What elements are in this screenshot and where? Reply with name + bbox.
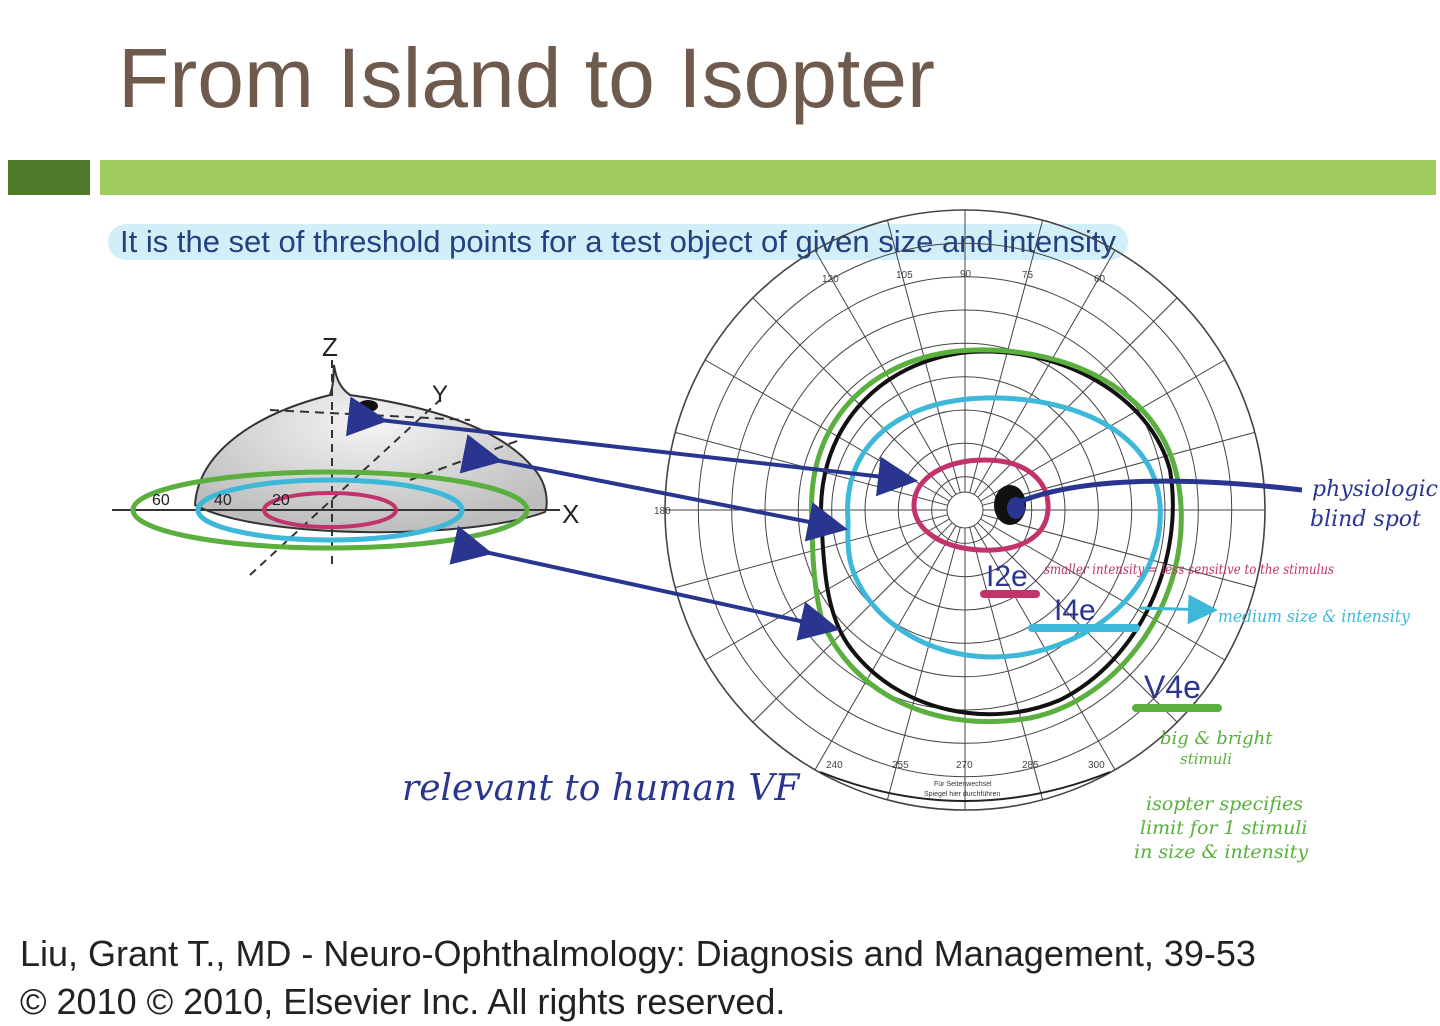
perimeter-top-label: 120 — [822, 274, 839, 285]
perimeter-top-label: 105 — [896, 270, 913, 281]
perimeter-bottom-arc — [819, 771, 1111, 802]
perimeter-top-label: 90 — [960, 269, 972, 280]
perimeter-grid-center — [946, 491, 984, 529]
island-ring-label: 60 — [152, 492, 170, 509]
perimeter-bottom-label: 285 — [1022, 760, 1039, 771]
perimeter-bottom-label: 300 — [1088, 760, 1105, 771]
perimeter-grid-spoke — [969, 220, 1044, 493]
perimeter-grid-spoke — [886, 527, 961, 800]
isopter-note-v4e: big & bright — [1160, 728, 1273, 749]
island-axis-x-label: X — [562, 499, 579, 529]
annotation-isopter-note: isopter specifies — [1146, 793, 1303, 815]
perimeter-grid-spoke — [973, 249, 1116, 495]
title-accent-bar-dark — [8, 160, 90, 195]
isopter-labels: I2e smaller intensity = less sensitive t… — [980, 560, 1410, 768]
perimeter-grid-spoke — [980, 359, 1226, 502]
island-axis-z-label: Z — [322, 332, 338, 362]
perimeter-bottom-caption: Für Seitenwechsel — [934, 781, 992, 788]
definition-highlight: It is the set of threshold points for a … — [108, 224, 1128, 260]
isopter-label-i4e: I4e — [1054, 594, 1096, 627]
perimeter-top-label: 75 — [1022, 270, 1034, 281]
island-blind-spot — [358, 400, 378, 412]
island-isopter-i2e — [262, 491, 398, 529]
arrow-i4e-note — [1139, 594, 1218, 625]
slide-title: From Island to Isopter — [118, 31, 935, 125]
island-axis-y-label: Y — [432, 381, 448, 408]
annotation-blind-spot: blind spot — [1310, 507, 1421, 532]
perimeter-grid-spoke — [969, 527, 1044, 800]
citation-line: Liu, Grant T., MD - Neuro-Ophthalmology:… — [20, 933, 1256, 974]
correspondence-arrows — [345, 396, 1303, 641]
title-accent-bar-light — [100, 160, 1436, 195]
perimeter-left-label: 180 — [654, 506, 671, 517]
annotation-isopter-note: limit for 1 stimuli — [1140, 817, 1308, 839]
handwritten-annotations: physiologic blind spot relevant to human… — [402, 477, 1438, 863]
perimeter-isopter-black — [819, 349, 1175, 717]
perimeter-bottom-label: 255 — [892, 760, 909, 771]
perimeter-bottom-label: 240 — [826, 760, 843, 771]
isopter-note-i2e: smaller intensity = less sensitive to th… — [1044, 562, 1334, 578]
citation-line: © 2010 © 2010, Elsevier Inc. All rights … — [20, 981, 786, 1022]
isopter-note-i4e: medium size & intensity — [1218, 607, 1410, 627]
annotation-relevant: relevant to human VF — [402, 768, 801, 809]
island-hill — [193, 364, 548, 534]
annotation-isopter-note: in size & intensity — [1134, 841, 1308, 863]
perimeter-grid-spoke — [982, 514, 1255, 589]
perimeter-isopter-i4e — [845, 395, 1163, 660]
perimeter-isopter-i2e — [911, 457, 1051, 553]
arrow-blind-spot-pointer — [1010, 478, 1303, 508]
island-of-vision: Z Y X 60 40 20 — [112, 332, 579, 576]
island-ring-label: 20 — [272, 492, 290, 509]
annotation-blind-spot: physiologic — [1312, 477, 1438, 502]
isopter-label-v4e: V4e — [1144, 669, 1201, 705]
perimeter-grid-spoke — [977, 522, 1178, 723]
perimeter-grid-spoke — [982, 431, 1255, 506]
perimeter-top-label: 60 — [1094, 274, 1106, 285]
perimeter-bottom-caption: Spiegel hier durchführen — [924, 791, 1000, 798]
citation: Liu, Grant T., MD - Neuro-Ophthalmology:… — [20, 930, 1256, 1026]
perimeter-grid-spoke — [752, 522, 953, 723]
arrow-island-to-chart — [449, 525, 840, 641]
isopter-note-v4e: stimuli — [1180, 750, 1232, 768]
arrow-island-to-chart — [459, 434, 848, 542]
perimeter-bottom-label: 270 — [956, 760, 973, 771]
perimeter-grid-spoke — [814, 525, 957, 771]
island-ring-label: 40 — [214, 492, 232, 509]
isopter-label-i2e: I2e — [986, 560, 1028, 593]
